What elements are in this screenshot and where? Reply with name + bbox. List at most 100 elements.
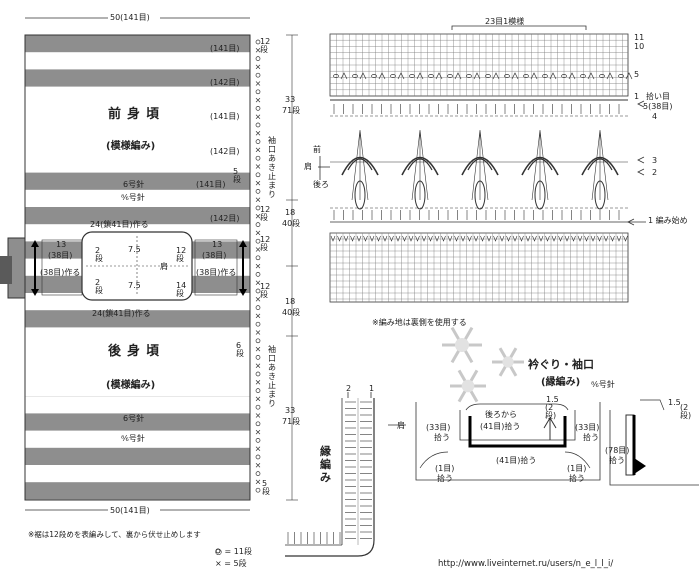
snowflake (455, 338, 469, 352)
front-needle-label: 6号針 (123, 180, 145, 189)
repeat-bracket (451, 25, 587, 30)
rib-symbol (369, 235, 375, 242)
height-rows-label: 71段 (282, 106, 301, 115)
row-stitch-label: (142目) (210, 147, 240, 156)
front-pattern-label: (模様編み) (106, 141, 156, 152)
row-marker-o (255, 321, 261, 327)
row-marker-x (255, 396, 261, 402)
col-number: 1 (369, 384, 375, 393)
motif-fan (531, 129, 549, 201)
rib-symbol (434, 235, 440, 242)
rows-cm: 1.5 (546, 395, 559, 404)
back-label: 後ろ (313, 180, 329, 189)
rib-symbol (447, 235, 453, 242)
row-marker-o (255, 471, 261, 476)
chart-grid (329, 232, 629, 303)
pickup-label: 拾う (569, 474, 585, 483)
repeat-label: 23目1模様 (485, 17, 525, 26)
body-stripe (25, 482, 250, 500)
rib-symbol (623, 235, 628, 242)
row-marker-x (255, 64, 261, 70)
rows-6-label: 6段 (236, 341, 244, 358)
row-marker-x (255, 446, 261, 451)
rib-symbol (473, 235, 479, 242)
row-marker-o (255, 388, 261, 393)
row-marker-x (255, 48, 261, 53)
row-marker-o (255, 404, 261, 410)
chain-stitch (371, 74, 377, 78)
arrow-head (637, 100, 645, 108)
col-number: 2 (346, 384, 352, 393)
rib-symbol (441, 235, 446, 242)
row-marker-x (255, 97, 261, 103)
rib-symbol (376, 235, 381, 242)
rib-symbol (337, 235, 342, 242)
rib-symbol (519, 235, 524, 242)
row-marker-o (255, 222, 261, 227)
start-label: 1 編み始め (648, 216, 688, 225)
pickup-pointer (419, 451, 449, 469)
bottom-width-label: 50(141目) (110, 506, 150, 515)
height-cm-label: 18 (285, 297, 296, 306)
stitch-symbol (397, 72, 405, 80)
row-number: 4 (652, 112, 658, 121)
sleeve-box (41, 239, 83, 296)
footnote: ※裾は12段めを表編みして、裏から伏せ止めします (28, 530, 201, 539)
title-band (25, 338, 250, 362)
row-marker-o (255, 122, 261, 128)
chain-stitch (466, 74, 472, 78)
pickup-label: 拾う (434, 433, 450, 442)
back-needle2-label: ⁸⁄₆号針 (121, 434, 145, 443)
row-marker-x (255, 81, 261, 86)
back-pattern-label: (模様編み) (106, 380, 156, 391)
edge-title: 衿ぐり・袖口 (528, 358, 594, 371)
row-number: 2 (652, 168, 658, 177)
rib-symbol (389, 235, 394, 242)
stitch-symbol (549, 72, 557, 80)
rib-symbol (454, 235, 459, 242)
row-marker-x (255, 363, 261, 368)
neck-make-label: 24(鎖41目)作る (92, 309, 151, 318)
rows-12-label: 12段 (260, 37, 271, 54)
rows-12-label: 12段 (260, 282, 271, 299)
row-number: 1 (634, 92, 640, 101)
snowflake (502, 356, 514, 368)
row-marker-x (255, 479, 261, 485)
rib-symbol (506, 235, 511, 242)
body-stripe (25, 69, 250, 87)
rows-cm: 1.5 (668, 398, 681, 407)
border-title: 縁編み (320, 445, 331, 484)
row-marker-x (255, 330, 261, 335)
front-needle2-label: ⁸⁄₆号針 (121, 193, 145, 202)
row-stitch-label: (141目) (210, 44, 240, 53)
rib-symbol (382, 235, 388, 242)
neck-rows-label: 14段 (176, 281, 187, 298)
row-marker-o (255, 288, 261, 294)
row-marker-x (255, 147, 261, 153)
pickup-label: (41目)拾う (480, 422, 521, 431)
row-marker-x (255, 197, 261, 202)
top-width-label: 50(141目) (110, 13, 150, 22)
motif-leaf (474, 180, 486, 210)
motif-fan (411, 129, 429, 201)
legend-o: ○ = 11段 (215, 547, 252, 556)
row-marker-x (255, 131, 261, 136)
chain-stitch (409, 74, 415, 78)
rows-12-label: 12段 (260, 205, 271, 222)
pickup-label: (33目) (426, 423, 451, 432)
body-stripe (25, 207, 250, 225)
chain-stitch (390, 74, 396, 78)
row-marker-o (255, 438, 261, 443)
armhole-stop-label: 袖口あき止まり (268, 345, 276, 408)
chain-stitch (618, 74, 624, 78)
chain-stitch (447, 74, 453, 78)
rib-symbol (590, 235, 596, 242)
back-needle-label: 6号針 (123, 414, 145, 423)
rib-symbol (551, 235, 557, 242)
row-marker-o (255, 487, 261, 493)
snowflake (461, 379, 475, 393)
stitch-symbol (568, 72, 576, 80)
row-marker-x (255, 263, 261, 269)
chain-stitch (561, 74, 567, 78)
rib-symbol (415, 235, 420, 242)
